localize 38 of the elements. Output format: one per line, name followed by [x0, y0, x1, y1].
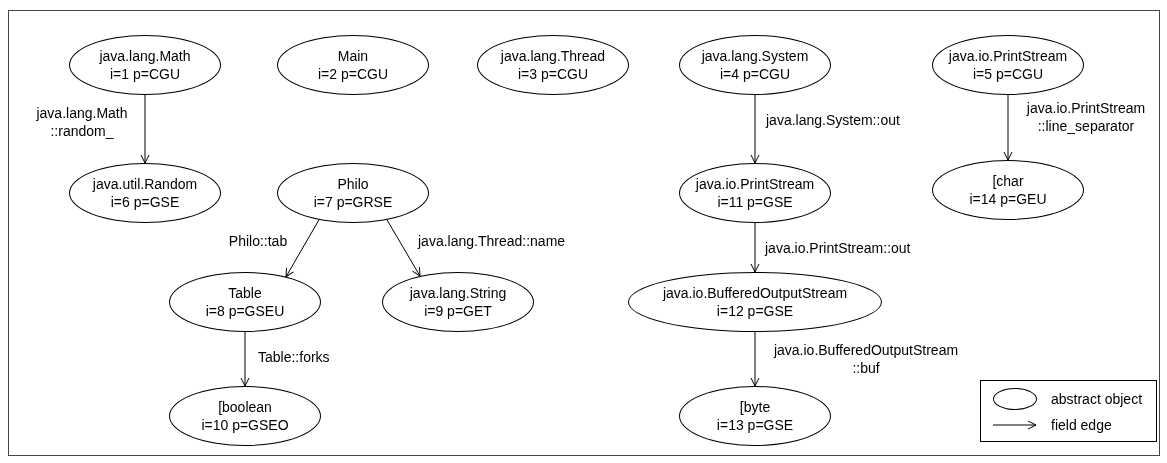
field-edge-arrow [750, 222, 760, 273]
class-name: java.io.PrintStream [695, 175, 815, 193]
class-name: java.io.PrintStream [948, 47, 1068, 65]
class-name: java.util.Random [92, 175, 198, 193]
object-info: i=6 p=GSE [110, 193, 180, 211]
class-name: java.io.BufferedOutputStream [662, 284, 848, 302]
object-info: i=2 p=CGU [317, 65, 388, 83]
class-name: java.lang.Math [99, 47, 191, 65]
field-edge-arrow [140, 94, 150, 164]
class-name: java.lang.System [701, 47, 809, 65]
object-info: i=8 p=GSEU [205, 302, 285, 320]
object-info: i=1 p=CGU [109, 65, 180, 83]
object-info: i=14 p=GEU [969, 190, 1047, 208]
legend-label: abstract object [1051, 390, 1143, 408]
object-info: i=13 p=GSE [716, 416, 794, 434]
field-edge-arrow [1003, 94, 1013, 161]
class-name: java.lang.Thread [500, 47, 606, 65]
field-edge-arrow [750, 331, 760, 387]
class-name: Main [337, 47, 369, 65]
field-edge-arrow [750, 94, 760, 164]
field-edge-arrow [285, 219, 320, 278]
object-info: i=7 p=GRSE [313, 193, 393, 211]
class-name: [char [992, 172, 1024, 190]
field-edge-arrow [240, 331, 250, 387]
object-info: i=9 p=GET [424, 302, 492, 320]
class-name: [boolean [218, 398, 272, 416]
class-name: [byte [739, 398, 771, 416]
object-info: i=10 p=GSEO [201, 416, 289, 434]
object-info: i=5 p=CGU [972, 65, 1043, 83]
object-info: i=3 p=CGU [517, 65, 588, 83]
object-info: i=12 p=GSE [716, 302, 794, 320]
legend-label: field edge [1051, 416, 1112, 434]
field-edge-arrow [386, 219, 421, 277]
object-info: i=4 p=CGU [719, 65, 790, 83]
class-name: Philo [337, 175, 369, 193]
class-name: java.lang.String [409, 284, 507, 302]
object-info: i=11 p=GSE [717, 193, 793, 211]
class-name: Table [228, 284, 262, 302]
